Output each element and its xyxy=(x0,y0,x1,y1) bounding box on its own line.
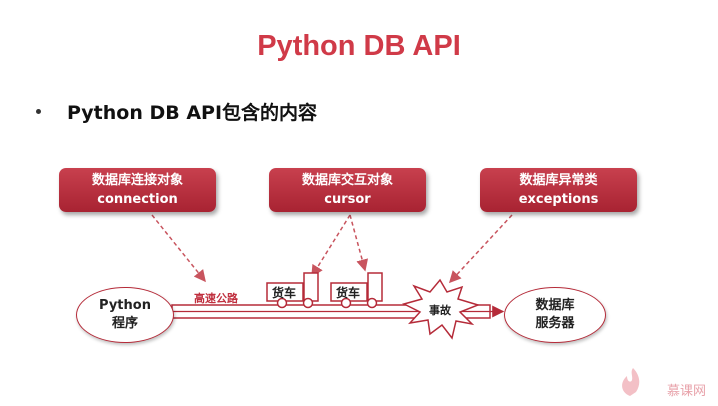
node-db-line2: 服务器 xyxy=(535,316,575,331)
truck-2-label: 货车 xyxy=(336,286,361,300)
truck-1-label: 货车 xyxy=(272,286,297,300)
node-python-program: Python 程序 xyxy=(76,287,174,343)
arrow-connection xyxy=(151,214,206,283)
node-python-line1: Python xyxy=(99,298,151,313)
box-cursor-subtitle: cursor xyxy=(324,192,371,207)
road-label: 高速公路 xyxy=(194,292,238,305)
box-connection-title: 数据库连接对象 xyxy=(91,173,183,188)
watermark-logo: 慕课网 xyxy=(645,380,706,399)
accident-burst xyxy=(401,278,481,340)
arrow-exceptions xyxy=(448,214,513,284)
box-cursor-title: 数据库交互对象 xyxy=(301,173,393,188)
truck-1 xyxy=(266,272,319,309)
arrow-cursor-2 xyxy=(349,214,369,272)
bullet-item: Python DB API包含的内容 xyxy=(36,98,317,125)
bullet-text: Python DB API包含的内容 xyxy=(67,102,318,124)
box-connection: 数据库连接对象 connection xyxy=(59,168,216,212)
bullet-dot xyxy=(36,109,41,114)
watermark-text: 慕课网 xyxy=(666,384,706,399)
accident-label: 事故 xyxy=(429,304,451,317)
node-db-server: 数据库 服务器 xyxy=(504,287,606,343)
box-exceptions-subtitle: exceptions xyxy=(518,192,599,207)
arrow-cursor-1 xyxy=(311,214,351,278)
node-python-line2: 程序 xyxy=(111,316,138,331)
box-exceptions: 数据库异常类 exceptions xyxy=(480,168,637,212)
box-cursor: 数据库交互对象 cursor xyxy=(269,168,426,212)
node-db-line1: 数据库 xyxy=(535,298,575,313)
flame-icon xyxy=(622,368,640,396)
page-title: Python DB API xyxy=(257,30,461,62)
box-exceptions-title: 数据库异常类 xyxy=(519,173,598,188)
truck-2 xyxy=(330,272,383,309)
box-connection-subtitle: connection xyxy=(97,192,178,207)
